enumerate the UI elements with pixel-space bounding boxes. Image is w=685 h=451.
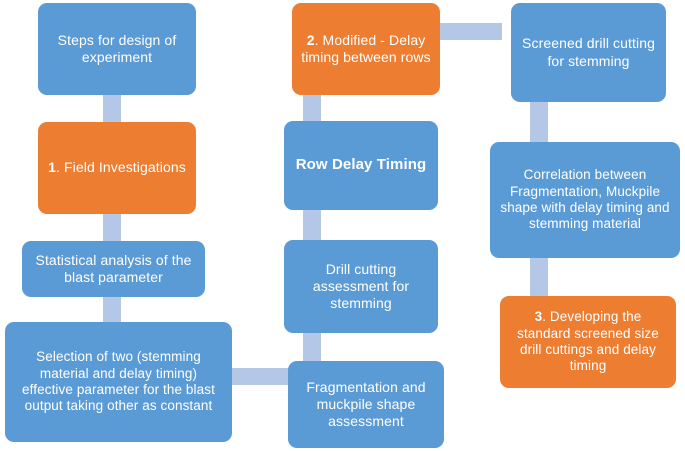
connector-correlation-to-developing-standard [530, 258, 548, 296]
node-label: Statistical analysis of the blast parame… [35, 251, 192, 285]
node-label: Selection of two (stemming material and … [22, 349, 215, 414]
connector-steps-to-field-investigations [103, 93, 121, 122]
node-step-number: 2 [306, 31, 315, 48]
node-step-number: 3 [534, 309, 543, 325]
node-screened-drill-cutting-for-stemming[interactable]: Screened drill cutting for stemming [511, 3, 666, 102]
connector-modified-delay-to-row-delay-timing [303, 93, 321, 122]
node-step-number: 1 [48, 159, 57, 176]
node-label: 3. Developing the standard screened size… [508, 309, 668, 375]
node-label: Screened drill cutting for stemming [522, 35, 655, 69]
node-label: Row Delay Timing [295, 156, 427, 174]
node-label-text: . Modified - Delay timing between rows [301, 31, 431, 65]
connector-modified-delay-to-screened-drill-cutting [440, 23, 502, 40]
node-field-investigations[interactable]: 1. Field Investigations [38, 122, 196, 214]
node-correlation-between-fragmentation-muckpile-shape[interactable]: Correlation between Fragmentation, Muckp… [490, 142, 680, 258]
connector-drill-cutting-to-fragmentation [303, 333, 321, 361]
connector-screened-drill-cutting-to-correlation [530, 102, 548, 142]
node-label: 1. Field Investigations [46, 159, 188, 176]
node-modified-delay-timing-between-rows[interactable]: 2. Modified - Delay timing between rows [292, 3, 440, 95]
node-statistical-analysis-of-the-blast-parameter[interactable]: Statistical analysis of the blast parame… [22, 241, 205, 297]
node-label: Fragmentation and muckpile shape assessm… [306, 378, 426, 430]
connector-statistical-analysis-to-selection [103, 296, 121, 323]
node-label-text: . Field Investigations [56, 159, 186, 176]
connector-field-investigations-to-statistical-analysis [103, 213, 121, 241]
node-drill-cutting-assessment-for-stemming[interactable]: Drill cutting assessment for stemming [284, 240, 438, 333]
node-selection-of-two-effective-parameters[interactable]: Selection of two (stemming material and … [5, 322, 232, 442]
connector-row-delay-timing-to-drill-cutting [303, 210, 321, 240]
node-label: Steps for design of experiment [57, 31, 177, 65]
node-steps-for-design-of-experiment[interactable]: Steps for design of experiment [38, 3, 196, 95]
node-developing-the-standard-screened-size[interactable]: 3. Developing the standard screened size… [500, 296, 676, 388]
node-label: Correlation between Fragmentation, Muckp… [500, 167, 670, 232]
node-label: 2. Modified - Delay timing between rows [300, 32, 432, 66]
node-label: Drill cutting assessment for stemming [312, 260, 410, 312]
node-row-delay-timing[interactable]: Row Delay Timing [284, 121, 438, 210]
node-label-text: . Developing the standard screened size … [517, 309, 659, 374]
node-fragmentation-and-muckpile-shape-assessment[interactable]: Fragmentation and muckpile shape assessm… [288, 361, 444, 448]
connector-selection-to-fragmentation [232, 368, 294, 385]
